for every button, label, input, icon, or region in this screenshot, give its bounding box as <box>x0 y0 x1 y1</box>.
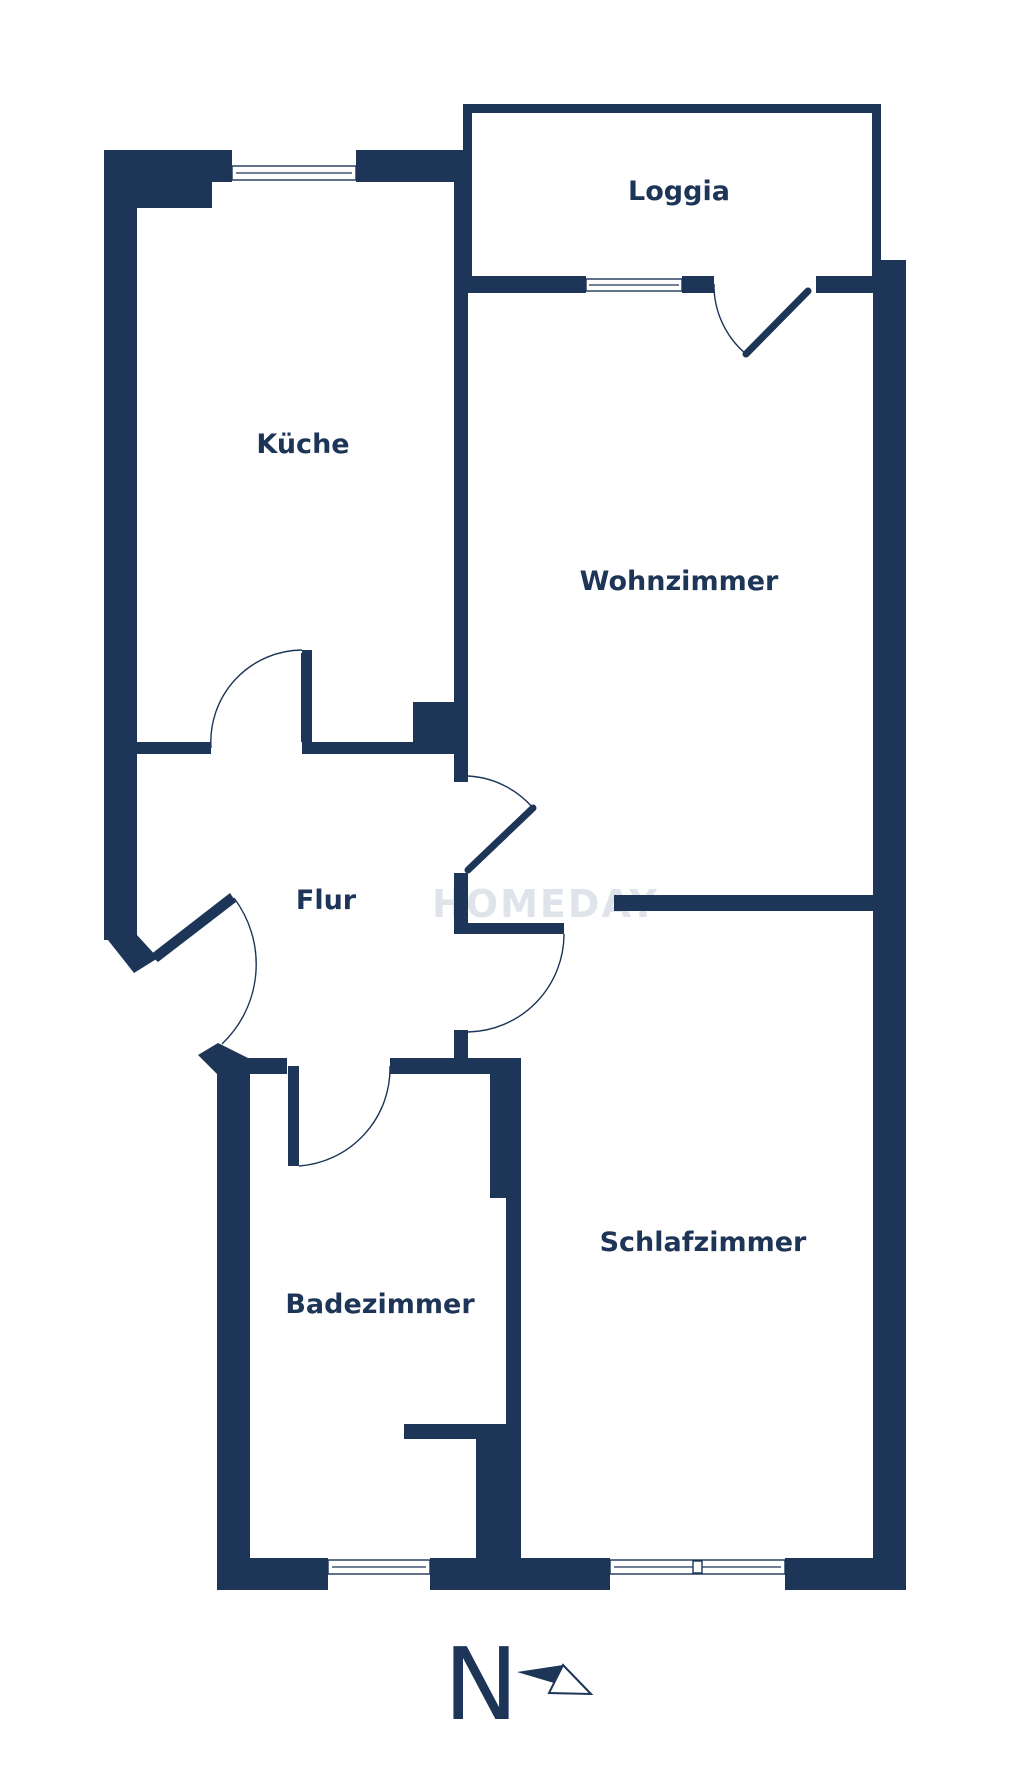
room-label-loggia: Loggia <box>628 176 730 207</box>
window-badezimmer <box>327 1559 431 1575</box>
room-label-schlafzimmer: Schlafzimmer <box>600 1227 807 1258</box>
door-kueche <box>210 649 309 749</box>
compass: N <box>444 1626 594 1743</box>
walls <box>104 104 906 1590</box>
room-labels: Loggia Küche Wohnzimmer Flur Badezimmer … <box>256 176 807 1320</box>
door-loggia <box>713 283 812 358</box>
north-arrow-icon <box>517 1663 594 1696</box>
window-wohnzimmer <box>585 278 683 292</box>
door-entrance <box>221 897 257 1045</box>
room-label-flur: Flur <box>296 885 357 916</box>
window-schlafzimmer <box>609 1559 786 1575</box>
door-wohnzimmer <box>464 775 537 874</box>
room-label-kueche: Küche <box>256 429 349 460</box>
door-badezimmer <box>298 1065 391 1167</box>
room-label-badezimmer: Badezimmer <box>285 1289 475 1320</box>
room-label-wohnzimmer: Wohnzimmer <box>580 566 779 597</box>
windows <box>231 165 786 1575</box>
door-schlafzimmer <box>467 933 565 1033</box>
compass-letter: N <box>444 1626 519 1743</box>
window-kueche <box>231 165 357 181</box>
doors <box>210 283 812 1167</box>
